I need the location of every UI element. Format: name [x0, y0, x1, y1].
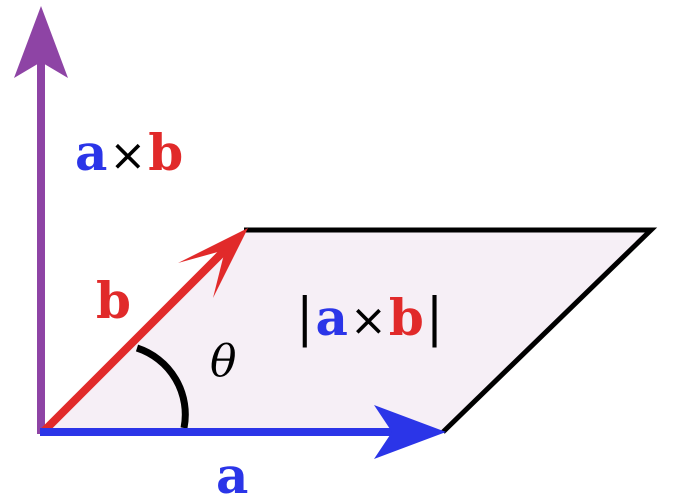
cross-label-b: b: [148, 123, 183, 182]
area-bar-right: |: [426, 288, 444, 348]
vector-a-arrowhead: [374, 405, 446, 459]
area-bar-left: |: [296, 288, 314, 348]
theta-label: θ: [210, 336, 237, 387]
cross-label-times: ×: [109, 130, 146, 181]
vector-a-label: a: [216, 446, 248, 500]
cross-label-a: a: [75, 123, 107, 182]
parallelogram-outline: [244, 227, 658, 434]
cross-product-label: a×b: [75, 123, 183, 182]
vector-b-shaft: [40, 246, 229, 435]
area-label: |a×b|: [296, 288, 443, 348]
area-label-b: b: [389, 288, 424, 347]
cross-product-vector-arrowhead: [14, 6, 68, 78]
vector-b-label: b: [96, 271, 131, 330]
theta-angle-arc: [135, 344, 189, 429]
area-label-times: ×: [350, 295, 387, 346]
vector-b-arrowhead: [178, 228, 248, 298]
area-label-a: a: [316, 288, 348, 347]
